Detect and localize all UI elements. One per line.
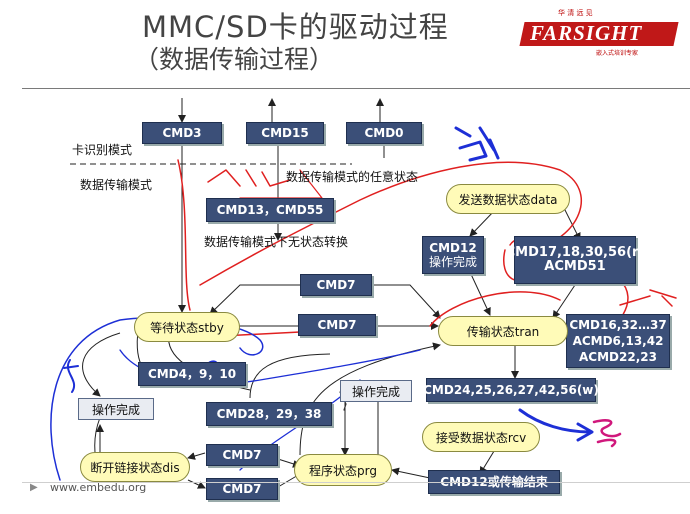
- red-stroke-left: [177, 159, 191, 311]
- cmd4-9-10-box: CMD4，9，10: [138, 362, 246, 386]
- footer-url: www.embedu.org: [50, 481, 147, 494]
- state-stby: 等待状态stby: [134, 312, 240, 342]
- op-done-left-box: 操作完成: [78, 398, 154, 420]
- state-prg: 程序状态prg: [294, 454, 392, 486]
- op-done-mid-box: 操作完成: [340, 380, 412, 402]
- state-dis: 断开链接状态dis: [80, 452, 190, 482]
- logo-top-text: 华 清 远 见: [558, 9, 593, 17]
- magenta-mark: [592, 419, 622, 448]
- cmd13-55-box: CMD13，CMD55: [206, 198, 334, 222]
- footer-arrow-icon: ▶: [30, 482, 38, 493]
- cmd15-box: CMD15: [246, 122, 324, 144]
- blue-arrow-rcv: [518, 408, 592, 434]
- acmd51-label: ACMD51: [544, 259, 606, 274]
- cmd12-op-done-box: CMD12 操作完成: [422, 236, 484, 274]
- blue-mark-left: [63, 359, 79, 393]
- data-mode-label: 数据传输模式: [80, 178, 153, 192]
- cmd16-label: CMD16,32…37: [569, 318, 667, 332]
- red-handwriting-note: [207, 169, 291, 187]
- slide-subtitle: （数据传输过程）: [134, 45, 335, 74]
- slide-title: MMC/SD卡的驱动过程: [142, 10, 449, 44]
- cmd7-upper-box: CMD7: [300, 274, 372, 296]
- red-stroke-arc: [199, 161, 582, 286]
- cmd7-middle-box: CMD7: [298, 314, 376, 336]
- cmd28-box: CMD28，29，38: [206, 402, 332, 426]
- no-transition-label: 数据传输模式下无状态转换: [204, 235, 349, 249]
- cmd3-box: CMD3: [142, 122, 222, 144]
- op-done-label: 操作完成: [428, 255, 477, 269]
- state-rcv: 接受数据状态rcv: [422, 422, 540, 452]
- logo-text: FARSIGHT: [530, 21, 643, 45]
- any-state-label: 数据传输模式的任意状态: [286, 170, 419, 184]
- logo-subtext: 嵌入式培训专家: [596, 50, 639, 57]
- acmd22-label: ACMD22,23: [579, 350, 657, 364]
- card-id-mode-label: 卡识别模式: [72, 143, 133, 157]
- state-send-data: 发送数据状态data: [446, 184, 570, 214]
- cmd7-dis-lower-box: CMD7: [206, 478, 278, 500]
- footer-divider: [22, 482, 690, 483]
- blue-read-mark: [454, 126, 500, 162]
- cmd16-box: CMD16,32…37 ACMD6,13,42 ACMD22,23: [566, 314, 670, 368]
- state-tran: 传输状态tran: [438, 316, 568, 346]
- cmd7-dis-upper-box: CMD7: [206, 444, 278, 466]
- cmd12-label: CMD12: [429, 241, 477, 255]
- acmd6-label: ACMD6,13,42: [572, 334, 664, 348]
- cmd17-label: CMD17,18,30,56(r): [505, 245, 645, 260]
- cmd0-box: CMD0: [346, 122, 422, 144]
- cmd17-read-box: CMD17,18,30,56(r) ACMD51: [506, 236, 644, 284]
- cmd24-write-box: CMD24,25,26,27,42,56(w): [423, 378, 599, 402]
- farsight-logo: 华 清 远 见 FARSIGHT 嵌入式培训专家: [519, 8, 682, 58]
- header-divider: [22, 88, 690, 89]
